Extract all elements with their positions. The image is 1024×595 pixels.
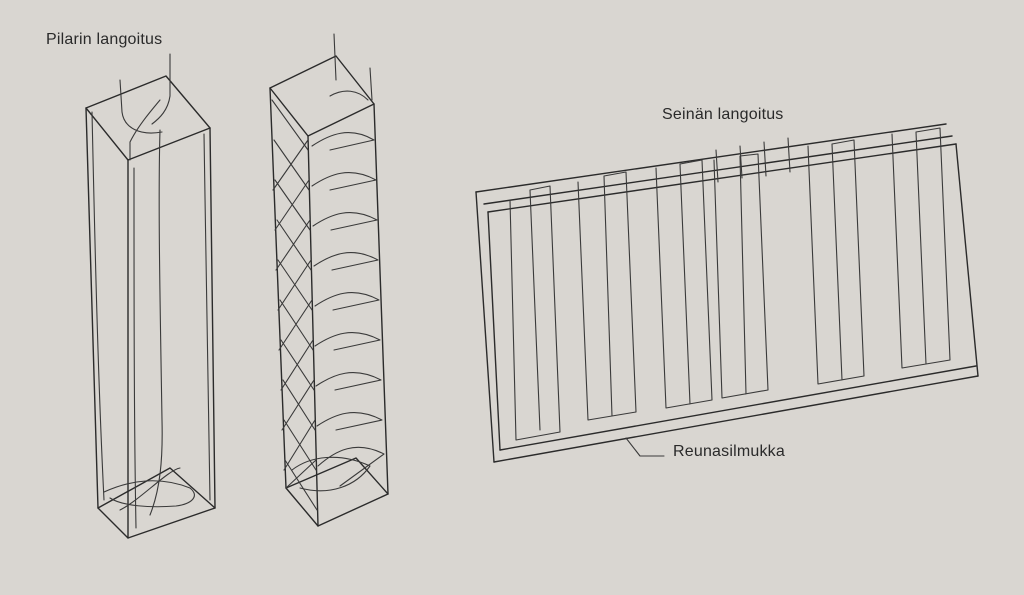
wall-top-edge [475,123,947,193]
column-2-spiral-1 [311,132,375,151]
column-2-bottom-loop [291,456,371,492]
column-2-bar-top-1 [333,33,337,81]
column-2-bar-top-2 [369,67,373,101]
wall-loops-3 [655,159,713,409]
wall-left-edge-inner [487,211,501,451]
column-1-bar-top-1 [119,79,163,134]
column-2-bar-top-3 [329,90,369,101]
wall-left-edge [475,191,495,463]
column-1-bar-top-3 [129,99,161,161]
column-1-bar-top-2 [151,53,171,125]
wall-loops-5 [807,139,865,385]
wall-bottom-edge-inner [499,365,977,451]
wall-loops-6 [891,127,951,369]
column-2-spiral-5 [314,292,380,311]
column-1-edge-front-left [85,107,99,509]
column-2-spiral-2 [311,172,377,191]
wall-bars-top [715,137,791,183]
column-2-spiral-7 [315,372,382,391]
column-1-top-face [85,75,211,161]
wall-loops-1 [509,185,561,441]
wall-top-edge-inner [487,143,957,213]
wall-wiring-label: Seinän langoitus [662,106,784,123]
column-1-edge-right [209,127,216,509]
wall-loops-4 [713,153,769,399]
column-2-edge-front [307,135,319,527]
column-2-edge-right [373,103,389,495]
column-2-spiral-8 [316,412,383,431]
column-1-wire-4 [149,129,163,516]
wall-drawing [475,123,979,463]
column-2-bottom-face [285,457,389,527]
column-1-bottom-cross [119,467,181,511]
column-1-bottom-loop [103,480,195,508]
column-1-wire-1 [91,111,105,501]
column-1-bottom-face [97,467,216,539]
column-2-spiral-9 [317,446,385,487]
wall-right-edge [955,143,979,377]
wall-loops-2 [577,171,637,421]
column-2-spiral-3 [312,212,378,231]
edge-loop-leader [625,437,665,457]
column-1-wire-2 [133,167,137,529]
column-1-wire-3 [203,133,211,501]
wall-top-edge-inner-2 [483,135,953,205]
column-2-drawing [269,33,389,527]
column-2-spiral-6 [314,332,381,351]
column-2-edge-left [269,87,287,489]
column-2-spiral-4 [313,252,379,271]
wall-bottom-edge [493,375,979,463]
edge-loop-label: Reunasilmukka [673,443,785,460]
column-wiring-label: Pilarin langoitus [46,31,163,48]
column-2-top-face [269,55,375,137]
column-2-lattice-b [272,139,317,489]
column-1-drawing [85,53,216,539]
